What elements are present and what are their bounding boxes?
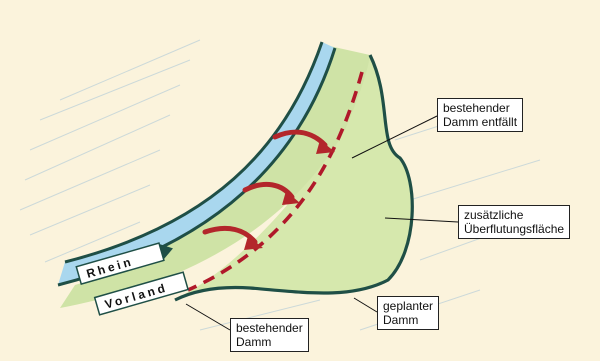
callout-additional-floodplain: zusätzliche Überflutungsfläche [458, 205, 570, 239]
callout-existing-dam: bestehender Damm [230, 318, 309, 352]
callout-planned-dam: geplanter Damm [377, 296, 439, 330]
callout-existing-dam-removed: bestehender Damm entfällt [437, 98, 523, 132]
